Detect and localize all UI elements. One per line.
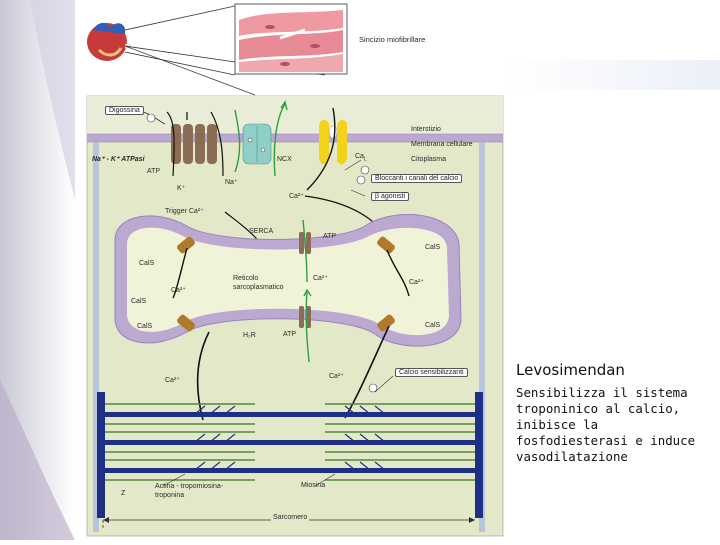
- cas-top-left: CalS: [139, 260, 155, 267]
- ca-l-label: CaL: [355, 153, 367, 162]
- ca2-bottom-left-label: Ca²⁺: [165, 377, 180, 384]
- reticolo-label: Reticolo sarcoplasmatico: [233, 275, 284, 291]
- ca2-bottom-mid-label: Ca²⁺: [329, 373, 344, 380]
- calcio-sensibilizzanti-label: Calcio sensibilizzanti: [395, 368, 468, 377]
- interstizio-label: Interstizio: [411, 126, 441, 133]
- atp-label-3: ATP: [283, 331, 297, 338]
- beta-agonisti-label: β agonisti: [371, 192, 410, 201]
- ca2-top-label: Ca²⁺: [289, 193, 304, 200]
- k-label: K⁺: [177, 185, 186, 192]
- actina-label: Actina - tropomiosina- troponina: [155, 483, 224, 499]
- h2r-label: H₂R: [243, 332, 256, 339]
- ca2-left-label: Ca²⁺: [171, 287, 186, 294]
- cardiac-cell-diagram: [86, 3, 504, 537]
- cell-membrane: [87, 134, 503, 142]
- cas-top-right: CalS: [425, 244, 441, 251]
- serca-pumps: [299, 232, 311, 328]
- citoplasma-label: Citoplasma: [411, 156, 447, 163]
- cas-right-2: CalS: [425, 322, 441, 329]
- diagram: Sincizio miofibrillare Digossina Interst…: [75, 0, 505, 540]
- myofilaments: [97, 392, 483, 518]
- bloccanti-label: Bloccanti i canali del calcio: [371, 174, 463, 183]
- sarcoplasmic-reticulum: [114, 214, 462, 347]
- serca-label: SERCA: [249, 228, 274, 235]
- na-label: Na⁺: [225, 179, 238, 186]
- ca-l-sub: L: [363, 156, 367, 163]
- side-title: Levosimendan: [516, 361, 625, 379]
- ncx-label: NCX: [277, 156, 292, 163]
- sarcomero-label: Sarcomero: [271, 514, 310, 521]
- z-label: Z: [121, 490, 126, 497]
- syncytium-label: Sincizio miofibrillare: [359, 35, 426, 44]
- atp-label-1: ATP: [147, 168, 161, 175]
- miosina-label: Miosina: [301, 482, 326, 489]
- ncx-exchanger: [242, 123, 272, 165]
- ryr-channels: [177, 236, 395, 332]
- membrana-label: Membrana cellulare: [411, 141, 473, 148]
- ca2-mid-label: Ca²⁺: [313, 275, 328, 282]
- myofibrillar-syncytium-image: [234, 3, 348, 75]
- atp-label-2: ATP: [323, 233, 337, 240]
- ca2-right-label: Ca²⁺: [409, 279, 424, 286]
- cas-left-3: CalS: [137, 323, 153, 330]
- right-wall: [479, 142, 485, 532]
- ca-l-text: Ca: [355, 153, 364, 160]
- heart-icon: [87, 22, 131, 61]
- atpasi-label: Na⁺ - K⁺ ATPasi: [92, 156, 145, 163]
- trigger-label: Trigger Ca²⁺: [165, 208, 204, 215]
- cas-left-2: CalS: [131, 298, 147, 305]
- digossina-label: Digossina: [105, 106, 144, 115]
- ca-l-channel: [319, 119, 347, 165]
- interstitium-area: [87, 96, 503, 134]
- side-body: Sensibilizza il sistema troponinico al c…: [516, 385, 696, 464]
- left-wall: [93, 142, 99, 532]
